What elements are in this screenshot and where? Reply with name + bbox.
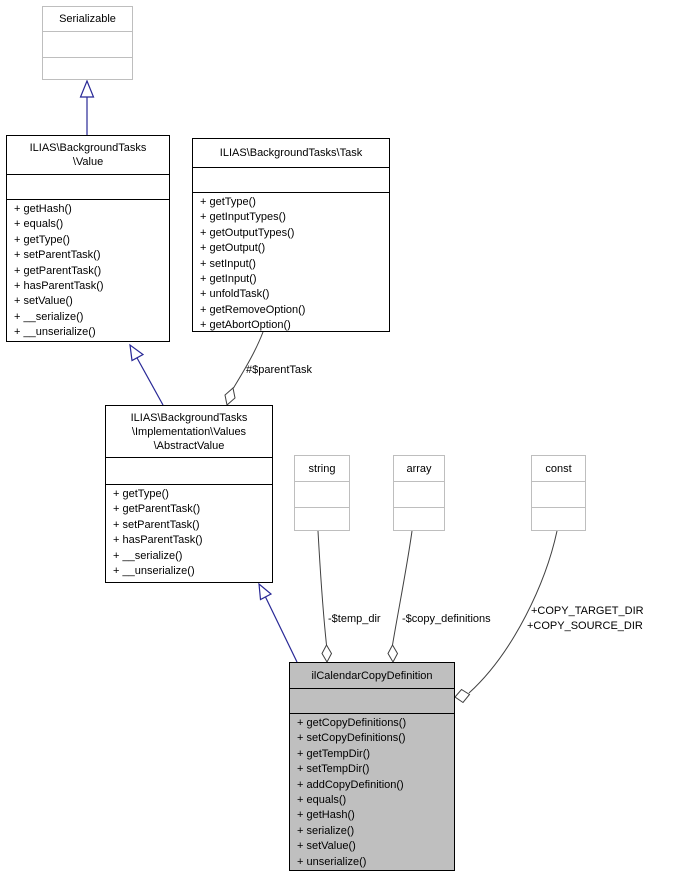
class-title-const: const <box>532 456 585 481</box>
text-line: + getInputTypes() <box>200 211 286 224</box>
methods-compartment <box>43 57 132 79</box>
text-line: + getType() <box>200 196 256 208</box>
text-line: + setInput() <box>200 257 256 270</box>
inheritance-edge-abstractvalue-value <box>129 343 164 406</box>
text-line: + unserialize() <box>297 855 367 868</box>
class-title-array: array <box>394 456 444 481</box>
text-line: + setParentTask() <box>113 518 200 531</box>
inheritance-edge-value-serializable <box>79 79 95 135</box>
text-line: + getHash() <box>14 203 72 215</box>
text-line: + getAbortOption() <box>200 319 291 331</box>
attributes-compartment <box>43 31 132 57</box>
text-line: + getParentTask() <box>14 264 102 277</box>
text-line: + __unserialize() <box>14 326 96 339</box>
text-line: + getCopyDefinitions() <box>297 717 407 729</box>
text-line: + getOutputTypes() <box>200 226 295 239</box>
class-box-ilcalendarcopydefinition[interactable]: ilCalendarCopyDefinition + getCopyDefini… <box>289 662 455 871</box>
edge-label-temp-dir: -$temp_dir <box>328 613 381 625</box>
attributes-compartment <box>193 167 389 192</box>
text-line: + setCopyDefinitions() <box>297 732 406 745</box>
text-line: ILIAS\BackgroundTasks <box>130 411 248 424</box>
aggregation-edge-copy-constants <box>454 530 558 704</box>
text-line: const <box>545 462 572 475</box>
class-box-abstract-value[interactable]: ILIAS\BackgroundTasks\Implementation\Val… <box>105 405 273 583</box>
edge-label-copy-definitions: -$copy_definitions <box>402 613 491 625</box>
text-line: + addCopyDefinition() <box>297 778 404 791</box>
text-line: + unfoldTask() <box>200 288 270 301</box>
text-line: \Implementation\Values <box>131 425 247 438</box>
class-box-array: array <box>393 455 445 531</box>
edge-label-copy-source-dir: +COPY_SOURCE_DIR <box>527 620 643 632</box>
text-line: + __serialize() <box>14 310 84 323</box>
text-line: + getRemoveOption() <box>200 303 306 316</box>
text-line: + getParentTask() <box>113 503 201 516</box>
edge-label-copy-target-dir: +COPY_TARGET_DIR <box>531 605 644 617</box>
class-box-const: const <box>531 455 586 531</box>
methods-compartment: + getType() + getInputTypes() + getOutputT… <box>193 192 389 331</box>
text-line: + __serialize() <box>113 549 183 562</box>
text-line: + equals() <box>297 794 347 807</box>
methods-compartment <box>532 507 585 530</box>
text-line: ilCalendarCopyDefinition <box>311 669 433 682</box>
inheritance-edge-ilcalendar-abstractvalue <box>258 582 298 663</box>
text-line: + __unserialize() <box>113 565 195 578</box>
text-line: + getOutput() <box>200 242 266 255</box>
text-line: + setValue() <box>297 840 356 853</box>
text-line: + getHash() <box>297 809 355 822</box>
class-title-ilcalendarcopydefinition: ilCalendarCopyDefinition <box>290 663 454 688</box>
text-line: + setValue() <box>14 295 73 308</box>
text-line: string <box>308 462 336 475</box>
class-title-value: ILIAS\BackgroundTasks \Value <box>7 136 169 174</box>
methods-compartment <box>295 507 349 530</box>
text-line: + serialize() <box>297 824 355 837</box>
text-line: + equals() <box>14 218 64 231</box>
attributes-compartment <box>7 174 169 199</box>
methods-compartment <box>394 507 444 530</box>
class-box-serializable: Serializable <box>42 6 133 80</box>
methods-compartment: + getCopyDefinitions() + setCopyDefinitio… <box>290 713 454 870</box>
text-line: ILIAS\BackgroundTasks\Task <box>219 147 363 159</box>
class-title-serializable: Serializable <box>43 7 132 31</box>
text-line: Serializable <box>59 13 116 25</box>
class-box-string: string <box>294 455 350 531</box>
methods-compartment: + getHash() + equals() + getType() + setPar… <box>7 199 169 341</box>
attributes-compartment <box>290 688 454 713</box>
text-line: ILIAS\BackgroundTasks <box>29 142 147 154</box>
attributes-compartment <box>532 481 585 507</box>
text-line: + getInput() <box>200 273 257 286</box>
attributes-compartment <box>295 481 349 507</box>
edge-label-parent-task: #$parentTask <box>246 364 313 376</box>
attributes-compartment <box>106 457 272 484</box>
aggregation-edge-temp-dir <box>317 530 333 664</box>
text-line: + getType() <box>14 233 70 246</box>
methods-compartment: + getType() + getParentTask() + setParentT… <box>106 484 272 582</box>
text-line: + hasParentTask() <box>113 534 203 547</box>
attributes-compartment <box>394 481 444 507</box>
text-line: + hasParentTask() <box>14 280 104 293</box>
class-title-string: string <box>295 456 349 481</box>
class-title-task: ILIAS\BackgroundTasks\Task <box>193 139 389 167</box>
text-line: \Value <box>72 156 104 168</box>
text-line: + getTempDir() <box>297 747 371 760</box>
text-line: + getType() <box>113 488 169 500</box>
text-line: array <box>406 462 432 475</box>
class-box-task[interactable]: ILIAS\BackgroundTasks\Task + getType()+ … <box>192 138 390 332</box>
text-line: \AbstractValue <box>153 439 225 452</box>
class-box-value[interactable]: ILIAS\BackgroundTasks\Value + getHash()+… <box>6 135 170 342</box>
aggregation-edge-copy-definitions <box>387 530 413 664</box>
text-line: + setTempDir() <box>297 763 370 776</box>
class-title-abstract-value: ILIAS\BackgroundTasks\Implementation\Val… <box>106 406 272 457</box>
text-line: + setParentTask() <box>14 249 101 262</box>
